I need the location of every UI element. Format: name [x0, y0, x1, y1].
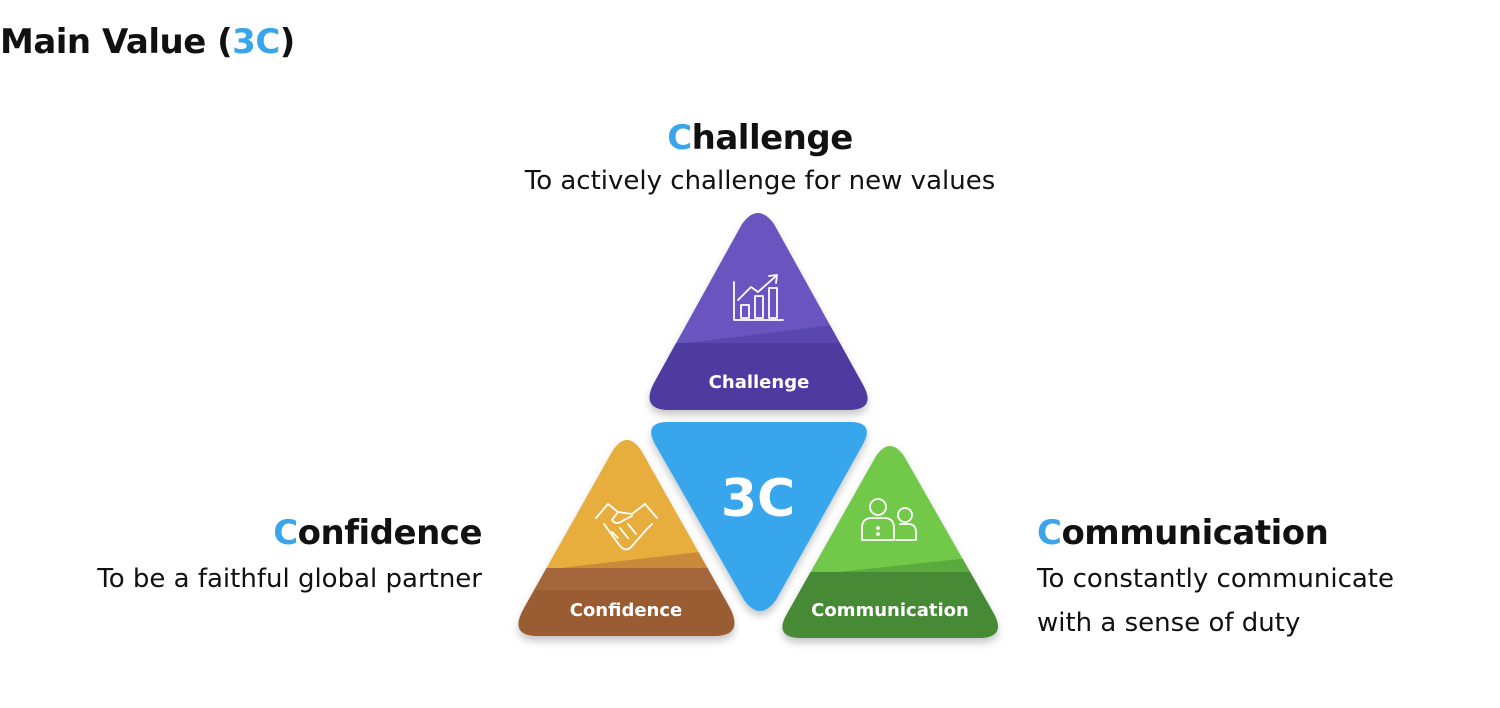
challenge-heading: Challenge — [410, 118, 1110, 158]
communication-heading: Communication — [1037, 513, 1394, 553]
confidence-heading-initial: C — [273, 513, 298, 553]
challenge-block: Challenge To actively challenge for new … — [410, 118, 1110, 199]
page-title-main: Main Value ( — [0, 22, 233, 62]
communication-heading-rest: ommunication — [1061, 513, 1329, 553]
communication-description-line2: with a sense of duty — [1037, 608, 1301, 638]
confidence-block: Confidence To be a faithful global partn… — [97, 513, 482, 597]
confidence-triangle-base — [518, 588, 735, 636]
confidence-triangle-base-upper — [518, 568, 735, 590]
center-triangle — [651, 422, 867, 611]
challenge-heading-rest: hallenge — [691, 118, 854, 158]
communication-description-line1: To constantly communicate — [1037, 564, 1394, 594]
confidence-description: To be a faithful global partner — [97, 564, 482, 594]
page-title-close: ) — [279, 22, 296, 62]
page-title: Main Value (3C) — [0, 22, 295, 62]
confidence-triangle-label: Confidence — [570, 600, 683, 621]
people-icon — [861, 498, 917, 541]
challenge-triangle-base — [649, 343, 868, 410]
center-label: 3C — [721, 469, 795, 529]
communication-triangle-base — [782, 572, 998, 638]
growth-chart-icon — [733, 274, 784, 321]
confidence-heading: Confidence — [97, 513, 482, 553]
challenge-triangle-label: Challenge — [709, 372, 810, 393]
communication-heading-initial: C — [1037, 513, 1062, 553]
communication-block: Communication To constantly communicate … — [1037, 513, 1394, 641]
challenge-description: To actively challenge for new values — [524, 166, 996, 196]
confidence-heading-rest: onfidence — [297, 513, 483, 553]
challenge-heading-initial: C — [667, 118, 692, 158]
communication-triangle-label: Communication — [811, 600, 969, 621]
handshake-icon — [595, 503, 658, 551]
page-title-accent: 3C — [232, 22, 280, 62]
